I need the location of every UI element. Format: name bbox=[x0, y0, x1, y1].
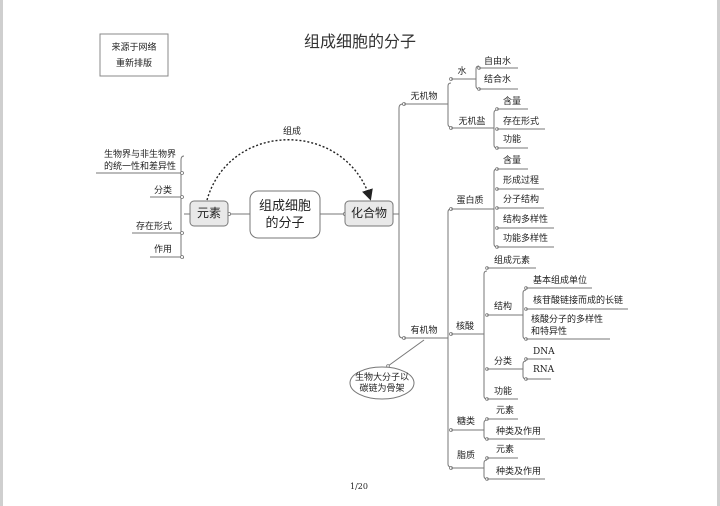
sugar-label: 糖类 bbox=[457, 415, 475, 427]
center-line-2: 的分子 bbox=[265, 215, 304, 231]
annotation-line-2: 碳链为骨架 bbox=[359, 382, 404, 394]
protein-structure-diversity: 结构多样性 bbox=[503, 213, 548, 225]
lipid-types: 种类及作用 bbox=[496, 465, 541, 477]
page-left-edge bbox=[0, 0, 3, 506]
salt-content: 含量 bbox=[503, 95, 521, 107]
element-node[interactable]: 元素 bbox=[189, 200, 229, 227]
page-title: 组成细胞的分子 bbox=[304, 32, 416, 51]
dna-label: DNA bbox=[533, 347, 555, 357]
salt-function: 功能 bbox=[503, 133, 521, 145]
center-node[interactable]: 组成细胞 的分子 bbox=[249, 190, 321, 239]
left-child-classification: 分类 bbox=[154, 184, 172, 196]
nucleic-structure-label: 结构 bbox=[494, 300, 512, 312]
element-label: 元素 bbox=[197, 206, 221, 220]
protein-content: 含量 bbox=[503, 154, 521, 166]
annotation-ellipse: 生物大分子以 碳链为骨架 bbox=[349, 366, 415, 400]
nucleic-elements: 组成元素 bbox=[494, 254, 530, 266]
water-bound: 结合水 bbox=[484, 73, 511, 85]
compound-node[interactable]: 化合物 bbox=[344, 200, 394, 227]
relation-arrow bbox=[206, 139, 373, 201]
source-line-2: 重新排版 bbox=[116, 57, 152, 69]
source-line-1: 来源于网络 bbox=[111, 41, 156, 53]
compound-label: 化合物 bbox=[351, 205, 387, 220]
left-child-function: 作用 bbox=[154, 243, 172, 255]
salt-label: 无机盐 bbox=[458, 115, 485, 127]
water-label: 水 bbox=[457, 65, 466, 77]
structure-diversity-2: 和特异性 bbox=[531, 325, 567, 337]
lipid-elements: 元素 bbox=[496, 443, 514, 455]
protein-molecular-structure: 分子结构 bbox=[503, 193, 539, 205]
nucleic-classification-label: 分类 bbox=[494, 355, 512, 367]
left-child-unity-2: 的统一性和差异性 bbox=[104, 160, 176, 172]
nucleic-function: 功能 bbox=[494, 385, 512, 397]
source-box: 来源于网络 重新排版 bbox=[99, 33, 169, 77]
page-number: 1/20 bbox=[350, 482, 368, 491]
organic-label: 有机物 bbox=[410, 324, 437, 336]
page-right-edge bbox=[717, 0, 720, 506]
relation-label: 组成 bbox=[283, 125, 301, 137]
water-free: 自由水 bbox=[484, 55, 511, 67]
inorganic-label: 无机物 bbox=[410, 90, 437, 102]
sugar-elements: 元素 bbox=[496, 404, 514, 416]
center-line-1: 组成细胞 bbox=[259, 199, 311, 214]
left-child-form: 存在形式 bbox=[136, 220, 172, 232]
protein-function-diversity: 功能多样性 bbox=[503, 232, 548, 244]
annotation-line-1: 生物大分子以 bbox=[355, 371, 409, 383]
left-child-unity-1: 生物界与非生物界 bbox=[104, 148, 176, 160]
lipid-label: 脂质 bbox=[457, 449, 475, 461]
rna-label: RNA bbox=[533, 365, 555, 375]
sugar-types: 种类及作用 bbox=[496, 425, 541, 437]
structure-chain: 核苷酸链接而成的长链 bbox=[533, 294, 623, 306]
protein-formation: 形成过程 bbox=[503, 174, 539, 186]
structure-basic-unit: 基本组成单位 bbox=[533, 274, 587, 286]
salt-form: 存在形式 bbox=[503, 115, 539, 127]
protein-label: 蛋白质 bbox=[456, 194, 483, 206]
nucleic-acid-label: 核酸 bbox=[456, 320, 474, 332]
structure-diversity-1: 核酸分子的多样性 bbox=[531, 313, 603, 325]
